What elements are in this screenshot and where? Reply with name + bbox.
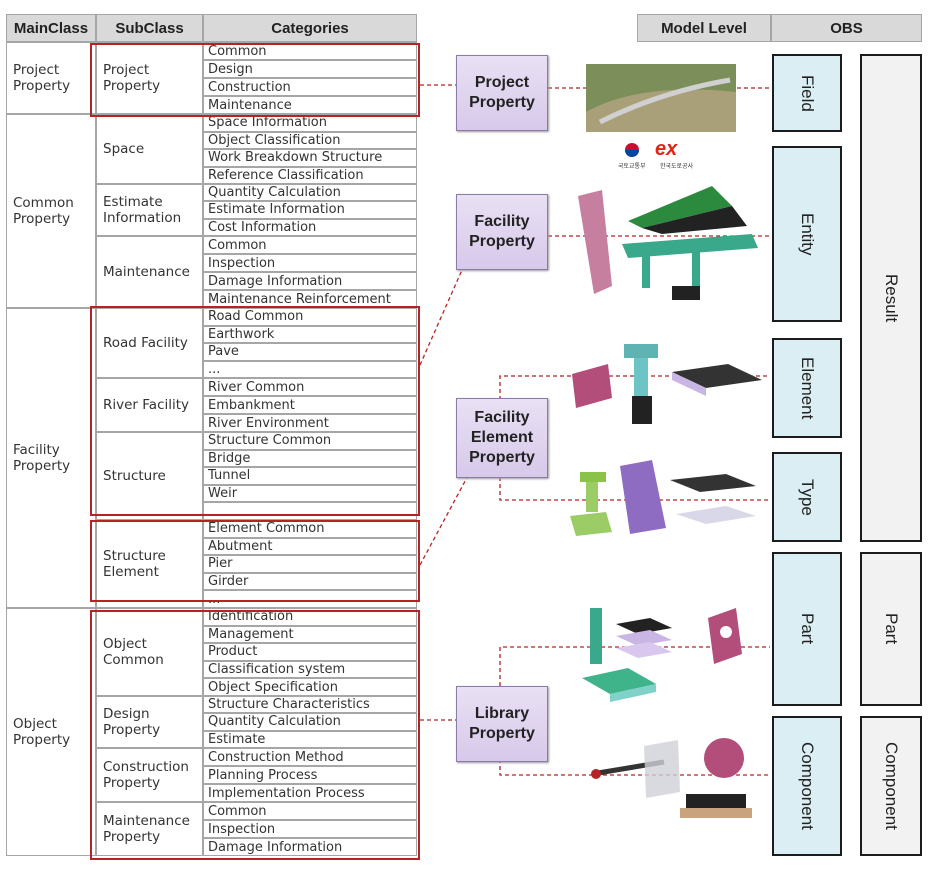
type-model-image (570, 460, 756, 536)
header-obs: OBS (771, 14, 922, 42)
subclass-road-facility: Road Facility (96, 308, 203, 378)
subclass-object-common: Object Common (96, 608, 203, 696)
category-item: Girder (203, 572, 417, 591)
category-item: Bridge (203, 449, 417, 468)
category-item: ... (203, 360, 417, 378)
obs-group-part: Part (860, 552, 922, 706)
element-model-image (572, 344, 762, 424)
obs-type: Type (772, 452, 842, 542)
category-item: Pier (203, 555, 417, 573)
category-item: Damage Information (203, 838, 417, 856)
model-library-property: Library Property (456, 686, 548, 762)
category-item: Construction Method (203, 748, 417, 766)
category-item: Quantity Calculation (203, 184, 417, 202)
category-item: Space Information (203, 114, 417, 132)
category-item: Common (203, 236, 417, 254)
category-item: Common (203, 42, 417, 60)
category-item: Cost Information (203, 218, 417, 236)
category-item: Pave (203, 343, 417, 361)
obs-field: Field (772, 54, 842, 132)
category-item: Estimate Information (203, 201, 417, 219)
category-item: Implementation Process (203, 784, 417, 802)
obs-part-label: Part (798, 613, 817, 645)
category-item: Identification (203, 608, 417, 626)
subclass-structure: Structure (96, 432, 203, 520)
category-item: Tunnel (203, 467, 417, 485)
category-item: Common (203, 802, 417, 820)
category-item: Object Specification (203, 678, 417, 696)
part-model-image (582, 608, 742, 702)
subclass-maintenance: Maintenance (96, 236, 203, 308)
header-mainclass: MainClass (6, 14, 96, 42)
obs-type-label: Type (798, 478, 817, 516)
subclass-project-property: Project Property (96, 42, 203, 114)
category-item: Embankment (203, 396, 417, 414)
category-item: Maintenance (203, 96, 417, 114)
obs-entity: Entity (772, 146, 842, 322)
category-item: ... (203, 590, 417, 608)
category-item: River Common (203, 378, 417, 396)
category-item: Classification system (203, 660, 417, 679)
category-item: Structure Common (203, 432, 417, 450)
category-item: Work Breakdown Structure (203, 149, 417, 167)
subclass-construction-property: Construction Property (96, 748, 203, 802)
mainclass-facility: Facility Property (6, 308, 96, 608)
category-item: Object Classification (203, 131, 417, 149)
obs-group-part-label: Part (882, 613, 901, 645)
subclass-space: Space (96, 114, 203, 184)
category-item (203, 502, 417, 520)
header-subclass: SubClass (96, 14, 203, 42)
category-item: Road Common (203, 308, 417, 326)
model-facility-property: Facility Property (456, 194, 548, 270)
category-item: Product (203, 643, 417, 661)
category-item: Inspection (203, 254, 417, 272)
category-item: Weir (203, 484, 417, 503)
obs-group-result: Result (860, 54, 922, 542)
obs-element: Element (772, 338, 842, 438)
mainclass-object: Object Property (6, 608, 96, 856)
obs-group-component-label: Component (882, 742, 901, 830)
subclass-river-facility: River Facility (96, 378, 203, 432)
obs-group-component: Component (860, 716, 922, 856)
svg-text:ex: ex (655, 138, 678, 160)
category-item: Estimate (203, 730, 417, 748)
category-item: Damage Information (203, 272, 417, 290)
obs-group-result-label: Result (882, 273, 901, 323)
category-item: Earthwork (203, 325, 417, 343)
obs-component: Component (772, 716, 842, 856)
subclass-estimate: Estimate Information (96, 184, 203, 236)
header-categories: Categories (203, 14, 417, 42)
category-item: Abutment (203, 537, 417, 556)
category-item: Planning Process (203, 766, 417, 784)
category-item: Management (203, 625, 417, 644)
obs-component-label: Component (798, 742, 817, 830)
obs-field-label: Field (798, 74, 817, 112)
category-item: Construction (203, 78, 417, 96)
facility-model-image (578, 186, 758, 300)
category-item: Structure Characteristics (203, 696, 417, 714)
category-item: River Environment (203, 414, 417, 432)
obs-part: Part (772, 552, 842, 706)
model-project-property: Project Property (456, 55, 548, 131)
subclass-structure-element: Structure Element (96, 520, 203, 608)
logo-right-text: 한국도로공사 (660, 162, 694, 170)
subclass-maintenance-property: Maintenance Property (96, 802, 203, 856)
component-model-image (591, 738, 752, 818)
category-item: Inspection (203, 820, 417, 838)
field-photo-image: ex 국토교통부 한국도로공사 (586, 64, 736, 170)
obs-element-label: Element (798, 356, 817, 420)
header-model-level: Model Level (637, 14, 771, 42)
obs-entity-label: Entity (798, 212, 817, 256)
category-item: Reference Classification (203, 166, 417, 184)
category-item: Quantity Calculation (203, 713, 417, 731)
model-facility-element-property: Facility Element Property (456, 398, 548, 478)
category-item: Design (203, 60, 417, 78)
subclass-design-property: Design Property (96, 696, 203, 748)
logo-left-text: 국토교통부 (618, 163, 646, 170)
mainclass-project: Project Property (6, 42, 96, 114)
mainclass-common: Common Property (6, 114, 96, 308)
